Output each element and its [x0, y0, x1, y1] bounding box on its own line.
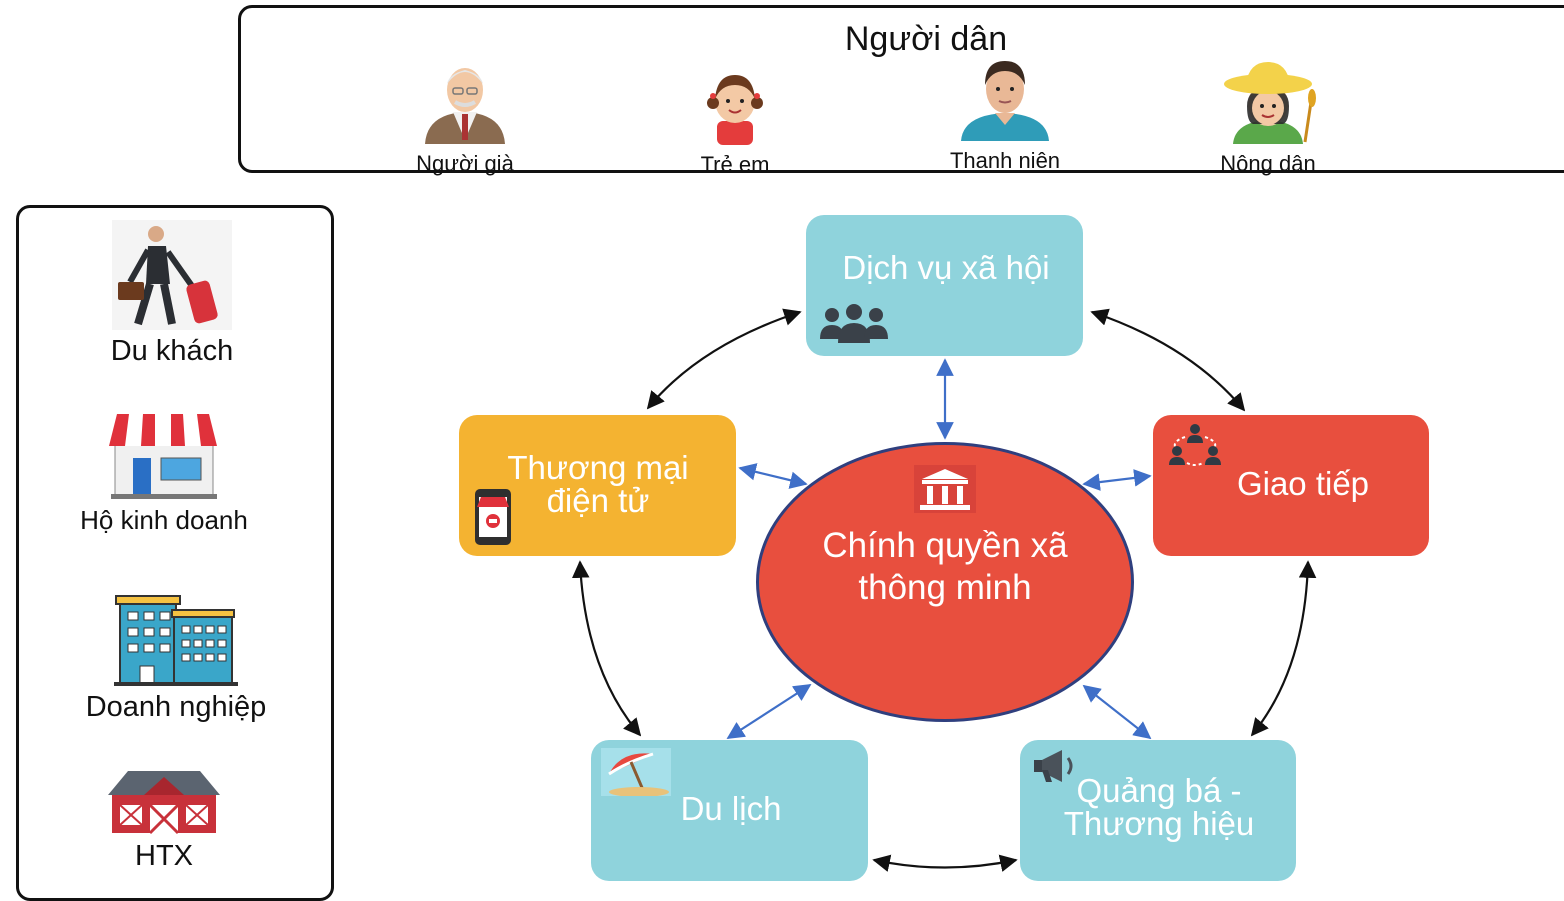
actor-traveler: Du khách	[22, 220, 322, 368]
resident-elderly-label: Người già	[416, 151, 514, 176]
node-communication-label: Giao tiếp	[1236, 465, 1370, 502]
node-tourism: Du lịch	[591, 740, 868, 881]
traveler-icon	[112, 220, 232, 330]
resident-child-label: Trẻ em	[700, 152, 770, 177]
actor-cooperative-label: HTX	[135, 840, 193, 872]
resident-youth: Thanh niên	[930, 55, 1080, 174]
actor-traveler-label: Du khách	[110, 335, 234, 367]
actor-household-business-label: Hộ kinh doanh	[80, 505, 248, 535]
actor-household-business: Hộ kinh doanh	[14, 410, 314, 536]
resident-child: Trẻ em	[660, 65, 810, 178]
center-label: Chính quyền xã thông minh	[822, 526, 1068, 607]
actor-enterprise-label: Doanh nghiệp	[85, 691, 267, 723]
resident-farmer: Nông dân	[1193, 62, 1343, 177]
arrow-ecommerce-tourism	[571, 560, 642, 737]
resident-elderly: Người già	[390, 62, 540, 177]
node-communication: Giao tiếp	[1153, 415, 1429, 556]
node-tourism-label: Du lịch	[680, 790, 782, 827]
arrow-tourism-branding	[872, 854, 1018, 872]
node-social-services: Dịch vụ xã hội	[806, 215, 1083, 356]
center-smart-government: Chính quyền xã thông minh	[756, 442, 1134, 722]
node-social-services-label: Dịch vụ xã hội	[842, 249, 1050, 286]
node-branding: Quảng bá - Thương hiệu	[1020, 740, 1296, 881]
child-icon	[707, 75, 763, 145]
arrow-center-tourism	[726, 684, 812, 739]
node-ecommerce-label: Thương mại điện tử	[507, 449, 689, 519]
resident-youth-label: Thanh niên	[949, 148, 1061, 173]
beach-umbrella-icon	[601, 748, 671, 796]
actor-enterprise: Doanh nghiệp	[26, 594, 326, 724]
arrow-communication-branding	[1250, 560, 1317, 737]
node-branding-label: Quảng bá - Thương hiệu	[1063, 772, 1255, 842]
resident-farmer-label: Nông dân	[1220, 151, 1316, 176]
residents-title: Người dân	[844, 20, 1008, 58]
node-ecommerce: Thương mại điện tử	[459, 415, 736, 556]
barn-icon	[108, 771, 220, 835]
group-people-icon	[820, 304, 888, 343]
government-building-icon	[914, 465, 976, 513]
arrow-center-branding	[1082, 684, 1152, 740]
network-people-icon	[1169, 424, 1221, 466]
actor-cooperative: HTX	[14, 765, 314, 873]
arrow-center-ecommerce	[738, 463, 808, 489]
office-building-icon	[114, 595, 238, 686]
young-man-icon	[961, 61, 1049, 141]
arrow-center-communication	[1082, 469, 1152, 491]
shop-icon	[109, 414, 219, 499]
elderly-man-icon	[425, 68, 505, 144]
megaphone-icon	[1034, 750, 1073, 782]
arrow-social-ecommerce	[646, 308, 802, 410]
mobile-shop-icon	[475, 489, 511, 545]
farmer-icon	[1224, 62, 1316, 144]
arrow-social-communication	[1090, 308, 1246, 412]
